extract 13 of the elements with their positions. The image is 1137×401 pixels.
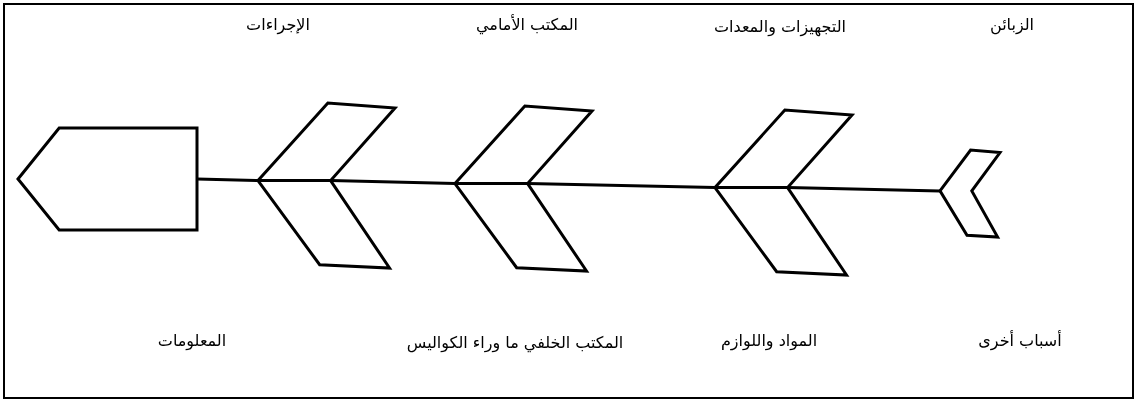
category-label: المكتب الخلفي ما وراء الكواليس <box>406 332 624 352</box>
category-label: الزبائن <box>989 14 1035 34</box>
chevron-bone <box>256 101 397 270</box>
category-label: أسباب أخرى <box>978 330 1062 350</box>
chevron-bone <box>938 148 1002 239</box>
category-label: الإجراءات <box>246 14 310 34</box>
category-label: التجهيزات والمعدات <box>714 16 846 36</box>
category-label: المعلومات <box>157 330 227 350</box>
category-label: المكتب الأمامي <box>476 14 578 34</box>
head-pentagon <box>16 126 199 232</box>
chevron-bone <box>453 104 594 273</box>
chevron-bone <box>713 108 854 277</box>
category-label: المواد واللوازم <box>720 330 818 350</box>
